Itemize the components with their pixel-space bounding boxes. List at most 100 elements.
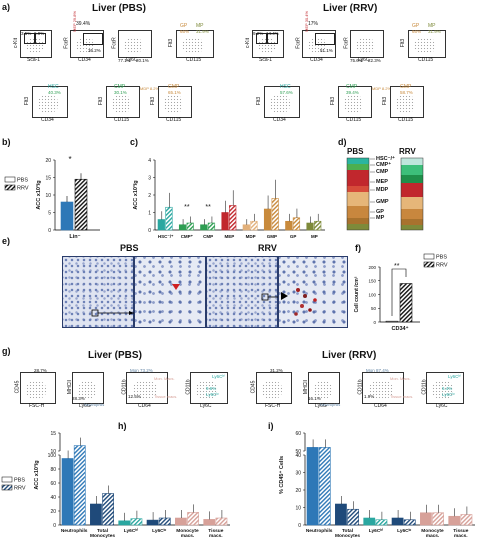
x-tick-label: Monocytes xyxy=(90,533,115,539)
bar-RRV xyxy=(158,517,171,526)
x-tick-label: Tissue xyxy=(453,528,468,534)
scatter-density xyxy=(262,380,283,399)
scatter-density xyxy=(75,37,95,54)
gate-value: MEP 29.8% xyxy=(72,10,77,32)
x-axis-label: Ly6G xyxy=(315,403,327,409)
gate-value: 31.9% xyxy=(428,29,441,34)
x-tick-label: Ly6Cˡᵒ xyxy=(397,528,411,534)
bar-RRV xyxy=(73,445,86,526)
gate-value: 6.4% xyxy=(442,386,453,391)
stack-segment-rrv xyxy=(401,197,423,209)
y-tick-label: 5 xyxy=(48,210,51,216)
gate-value: 31.9% xyxy=(196,29,209,34)
scatter-density xyxy=(270,94,291,113)
x-axis-label: FSC-H xyxy=(265,403,281,409)
x-tick-label: Ly6Cʰⁱ xyxy=(369,526,383,534)
bar-RRV xyxy=(347,508,359,526)
micrograph-rrv-high xyxy=(278,256,348,328)
x-axis-label: CD115 xyxy=(166,117,182,123)
gate-name: Mon. Macs. xyxy=(390,376,411,381)
flow-mhcii-rrv xyxy=(308,372,340,404)
panel-g-title-pbs: Liver (PBS) xyxy=(88,350,142,361)
y-axis-label: Flt3 xyxy=(382,96,389,106)
y-tick-label: 20 xyxy=(295,488,301,494)
gate-value: 22.3% xyxy=(368,58,381,63)
scatter-density xyxy=(26,380,47,399)
y-tick-label: 40 xyxy=(50,495,56,501)
gate-name: CMP xyxy=(346,84,358,90)
y-tick-label: 80 xyxy=(50,467,56,473)
bar-PBS xyxy=(175,517,187,526)
bar-PBS xyxy=(203,519,216,526)
gate-name: GMP xyxy=(400,84,412,90)
bar-RRV xyxy=(102,493,114,526)
bar-RRV xyxy=(399,283,413,323)
legend-swatch xyxy=(1,476,13,483)
flow-mhcii-pbs xyxy=(72,372,104,404)
y-axis-label: CD11b xyxy=(421,379,428,395)
bar-PBS xyxy=(61,458,74,526)
x-tick-label: Ly6Cˡᵒ xyxy=(152,528,166,534)
column-label: RRV xyxy=(399,147,416,156)
flow-cmp-rrv xyxy=(338,86,372,118)
gate-name: Mon. Macs. xyxy=(154,376,175,381)
flow-fcer-cd34-pbs xyxy=(70,30,104,58)
y-axis-label: MHCII xyxy=(303,379,310,395)
gate-value: 31.2% xyxy=(270,368,283,373)
x-tick-label: CMP⁺ xyxy=(181,234,194,239)
y-tick-label: 10 xyxy=(45,193,51,199)
gate-name: GP xyxy=(180,23,188,29)
stack-segment-rrv xyxy=(401,225,423,230)
gate-value: Mon 87.4% xyxy=(366,368,389,373)
segment-label: CMP⁺ xyxy=(376,161,391,168)
x-tick-label: Total xyxy=(342,528,353,534)
x-tick-label: Monocyte xyxy=(421,528,444,534)
scatter-density xyxy=(432,380,454,399)
significance: ** xyxy=(184,204,190,211)
y-axis-label: Flt3 xyxy=(168,38,175,48)
y-tick-label: 20 xyxy=(50,509,56,515)
bar-RRV xyxy=(229,205,237,231)
bar-PBS xyxy=(306,222,314,231)
flow-fcer-cd34-rrv xyxy=(302,30,336,58)
y-tick-label: 3 xyxy=(148,175,151,181)
scatter-density xyxy=(133,380,157,399)
x-axis-label: CD115 xyxy=(398,117,414,123)
x-tick-label: Monocytes xyxy=(335,533,360,539)
stack-segment-rrv xyxy=(401,158,423,165)
bar-PBS xyxy=(363,517,376,526)
gate-name: HSC xyxy=(48,84,59,90)
scatter-density xyxy=(38,94,59,113)
gate-name: CMP xyxy=(114,84,126,90)
x-tick-label: Ly6Cʰⁱ xyxy=(124,526,138,534)
gate-value: 14.4% xyxy=(266,31,279,36)
x-tick-label: HSC⁻/⁺ xyxy=(158,234,174,239)
x-tick-label: macs. xyxy=(426,534,440,539)
y-tick-label: 1 xyxy=(148,210,151,216)
segment-label: MEP xyxy=(376,179,388,185)
gate-value: 6.9% xyxy=(34,31,45,36)
x-tick-label: Lin⁻ xyxy=(69,234,80,240)
bar-RRV xyxy=(460,514,473,526)
gate-value: 51.1% xyxy=(320,48,333,53)
scatter-density xyxy=(196,380,218,399)
gate-name: Tissue macs. xyxy=(390,394,414,399)
y-axis-label: Flt3 xyxy=(98,96,105,106)
gate xyxy=(24,33,35,44)
gate xyxy=(35,33,46,44)
y-tick-label: 0 xyxy=(148,228,151,234)
bar-RRV xyxy=(186,222,194,231)
x-tick-label: GP xyxy=(290,234,297,239)
x-axis-label: CD115 xyxy=(114,117,130,123)
panel-g-label: g) xyxy=(2,346,11,356)
panel-d-label: d) xyxy=(338,137,347,147)
gate-value: 1.9% xyxy=(364,394,375,399)
bar-PBS xyxy=(263,208,272,231)
y-axis-label: ACC x10³/g xyxy=(33,460,40,489)
bar-RRV xyxy=(207,222,216,231)
bar-RRV xyxy=(432,512,444,526)
